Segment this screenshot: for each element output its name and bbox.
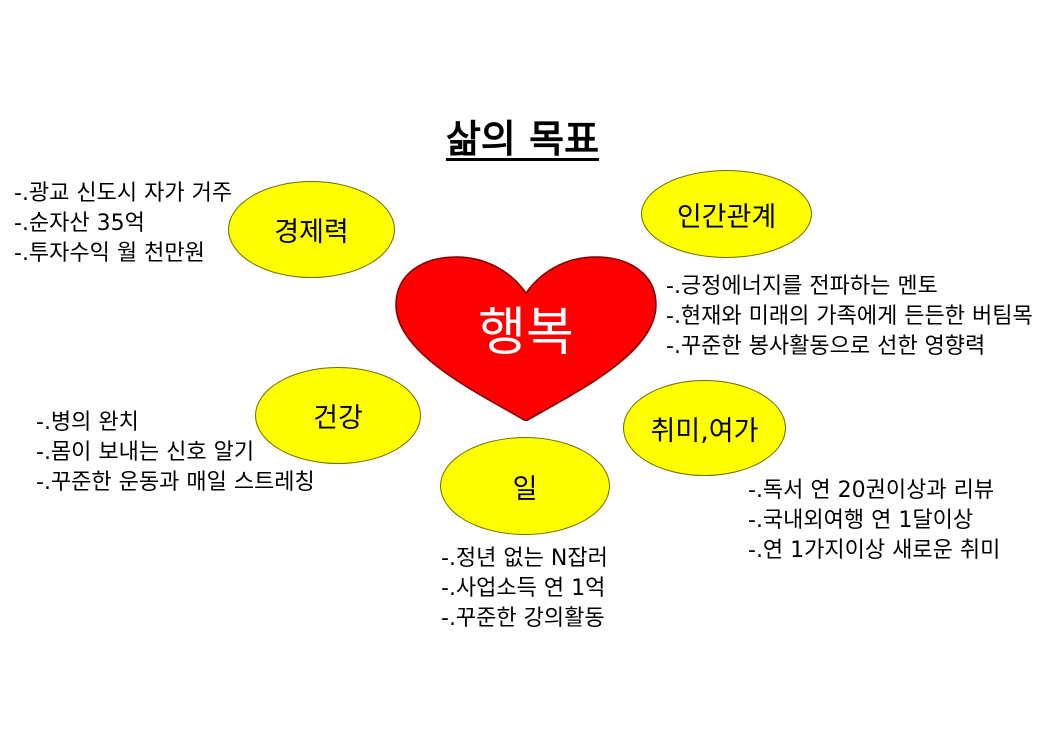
note-item: -.연 1가지이상 새로운 취미 [748, 538, 1001, 563]
node-economy-label: 경제력 [274, 217, 349, 248]
note-item: -.광교 신도시 자가 거주 [14, 181, 233, 206]
notes-economy: -.광교 신도시 자가 거주 -.순자산 35억 -.투자수익 월 천만원 [14, 179, 232, 269]
note-item: -.긍정에너지를 전파하는 멘토 [666, 274, 938, 299]
node-health-label: 건강 [313, 403, 363, 434]
note-item: -.꾸준한 운동과 매일 스트레칭 [36, 470, 315, 495]
node-work: 일 [440, 437, 610, 535]
node-relations-label: 인간관계 [676, 201, 777, 233]
note-item: -.병의 완치 [36, 410, 139, 435]
note-item: -.몸이 보내는 신호 알기 [36, 440, 255, 465]
node-hobby: 취미,여가 [623, 380, 786, 476]
note-item: -.독서 연 20권이상과 리뷰 [748, 478, 995, 503]
center-label: 행복 [478, 303, 574, 363]
notes-health: -.병의 완치 -.몸이 보내는 신호 알기 -.꾸준한 운동과 매일 스트레칭 [36, 408, 315, 498]
notes-hobby: -.독서 연 20권이상과 리뷰 -.국내외여행 연 1달이상 -.연 1가지이… [748, 476, 1000, 566]
note-item: -.국내외여행 연 1달이상 [748, 508, 974, 533]
node-hobby-label: 취미,여가 [650, 415, 759, 447]
note-item: -.투자수익 월 천만원 [14, 241, 205, 266]
note-item: -.꾸준한 봉사활동으로 선한 영향력 [666, 334, 986, 359]
node-economy: 경제력 [228, 181, 395, 278]
node-work-label: 일 [512, 473, 538, 505]
notes-work: -.정년 없는 N잡러 -.사업소득 연 1억 -.꾸준한 강의활동 [441, 544, 608, 634]
notes-relations: -.긍정에너지를 전파하는 멘토 -.현재와 미래의 가족에게 든든한 버팀목 … [666, 272, 1033, 362]
note-item: -.사업소득 연 1억 [441, 576, 606, 601]
diagram-title: 삶의 목표 [445, 117, 600, 161]
note-item: -.현재와 미래의 가족에게 든든한 버팀목 [666, 304, 1033, 329]
note-item: -.꾸준한 강의활동 [441, 606, 605, 631]
note-item: -.순자산 35억 [14, 211, 145, 236]
heart-path [395, 256, 657, 421]
node-relations: 인간관계 [641, 170, 812, 258]
note-item: -.정년 없는 N잡러 [441, 546, 608, 571]
node-health: 건강 [255, 367, 421, 464]
heart-shape [395, 256, 657, 421]
